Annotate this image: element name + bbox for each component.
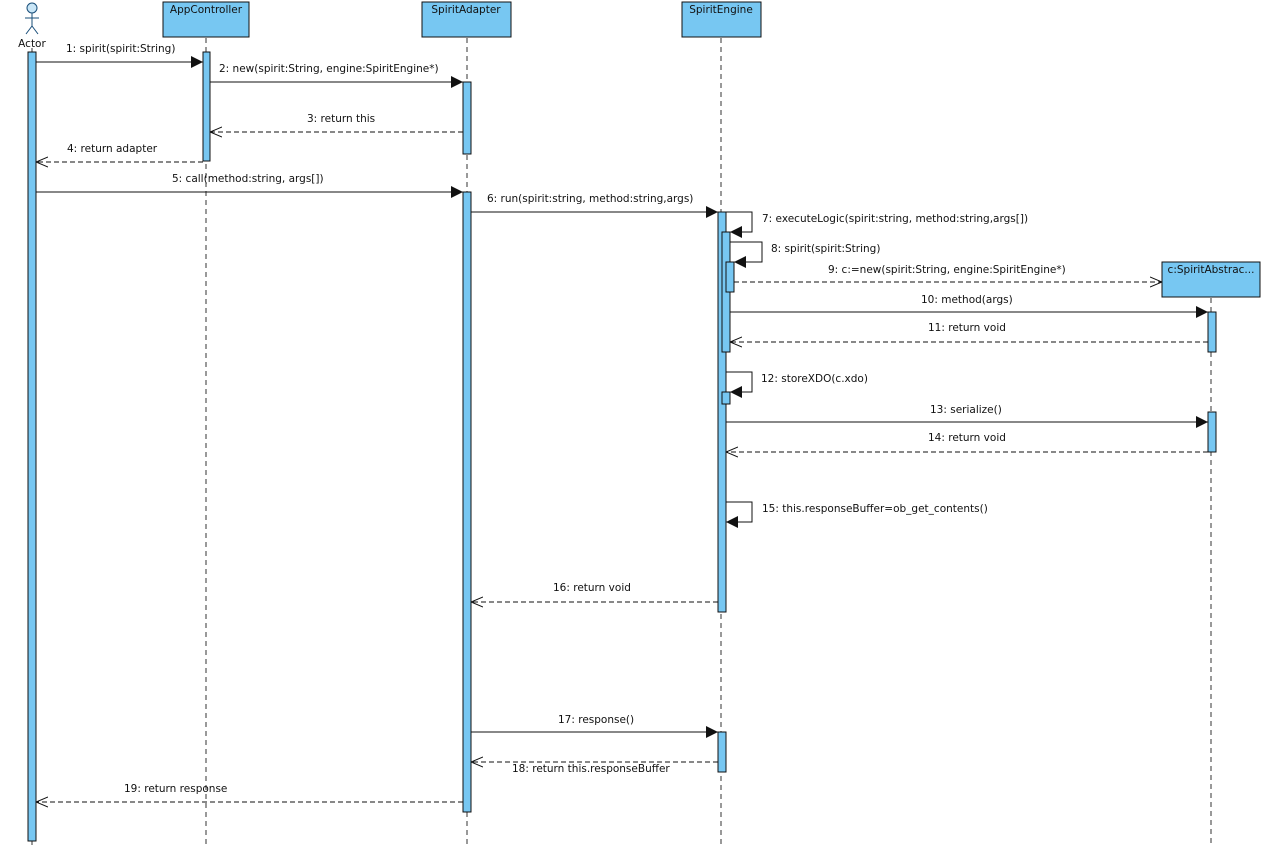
message-label-12: 12: storeXDO(c.xdo) bbox=[761, 373, 868, 385]
activation-spiritadapter-1 bbox=[462, 81, 472, 155]
message-label-17: 17: response() bbox=[558, 714, 634, 726]
message-label-15: 15: this.responseBuffer=ob_get_contents(… bbox=[762, 503, 988, 515]
message-label-16: 16: return void bbox=[553, 582, 631, 594]
message-label-2: 2: new(spirit:String, engine:SpiritEngin… bbox=[219, 63, 439, 75]
activation-spiritengine-main bbox=[717, 211, 727, 613]
message-arrow-7 bbox=[726, 211, 753, 238]
activation-spiritabstract-serialize bbox=[1207, 411, 1217, 453]
participant-head-spiritadapter bbox=[421, 1, 512, 38]
activation-spiritadapter-2 bbox=[462, 191, 472, 813]
message-label-9: 9: c:=new(spirit:String, engine:SpiritEn… bbox=[828, 264, 1066, 276]
message-label-18: 18: return this.responseBuffer bbox=[512, 763, 670, 775]
message-arrow-8 bbox=[730, 241, 763, 268]
message-label-10: 10: method(args) bbox=[921, 294, 1013, 306]
message-label-6: 6: run(spirit:string, method:string,args… bbox=[487, 193, 693, 205]
participant-head-appcontroller bbox=[162, 1, 250, 38]
activation-appcontroller bbox=[202, 51, 211, 162]
activation-spiritabstract-method bbox=[1207, 311, 1217, 353]
message-label-5: 5: call(method:string, args[]) bbox=[172, 173, 324, 185]
message-label-8: 8: spirit(spirit:String) bbox=[771, 243, 880, 255]
message-label-14: 14: return void bbox=[928, 432, 1006, 444]
activation-actor bbox=[27, 51, 37, 842]
participant-label-spiritengine: SpiritEngine bbox=[689, 4, 753, 16]
participant-label-actor: Actor bbox=[18, 38, 46, 50]
message-label-7: 7: executeLogic(spirit:string, method:st… bbox=[762, 213, 1028, 225]
activation-spiritengine-response bbox=[717, 731, 727, 773]
actor-icon bbox=[25, 2, 39, 35]
message-label-11: 11: return void bbox=[928, 322, 1006, 334]
message-label-13: 13: serialize() bbox=[930, 404, 1002, 416]
message-label-4: 4: return adapter bbox=[67, 143, 158, 155]
participant-head-spiritengine bbox=[681, 1, 762, 38]
participant-label-spiritadapter: SpiritAdapter bbox=[431, 4, 501, 16]
participant-label-appcontroller: AppController bbox=[170, 4, 243, 16]
activation-spiritengine-storexdo bbox=[721, 391, 731, 405]
message-arrow-15 bbox=[726, 501, 753, 528]
activation-spiritengine-spirit bbox=[725, 261, 735, 293]
message-arrow-12 bbox=[726, 371, 753, 398]
participant-head-spiritabstract bbox=[1161, 261, 1261, 298]
message-label-3: 3: return this bbox=[307, 113, 375, 125]
participant-label-spiritabstract: c:SpiritAbstrac... bbox=[1168, 264, 1255, 276]
message-label-1: 1: spirit(spirit:String) bbox=[66, 43, 175, 55]
message-label-19: 19: return response bbox=[124, 783, 227, 795]
